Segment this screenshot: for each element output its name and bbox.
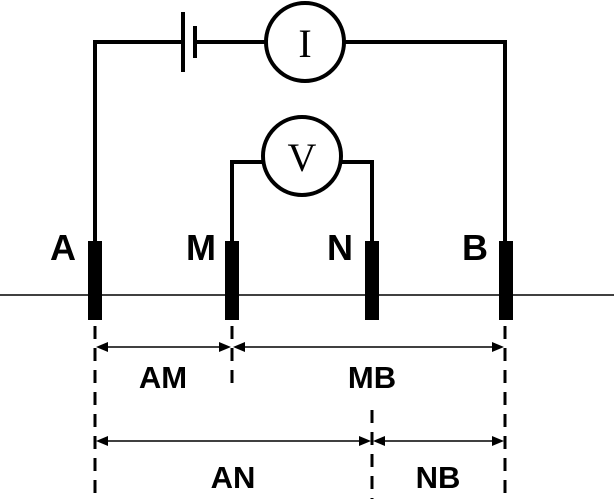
wire-ammeter-to-b xyxy=(344,40,507,242)
dimension-mb-arrow-right xyxy=(492,342,504,352)
dimension-label-am: AM xyxy=(139,360,187,395)
electrode-label-m: M xyxy=(186,227,216,268)
electrode-m xyxy=(225,241,239,320)
voltmeter-symbol: V xyxy=(288,135,317,180)
dimension-mb-arrow-left xyxy=(233,342,245,352)
ammeter: I xyxy=(264,1,346,83)
dimension-am: AM xyxy=(96,342,231,395)
dimension-mb: MB xyxy=(233,342,504,395)
electrode-label-n: N xyxy=(327,227,353,268)
dimension-am-arrow-right xyxy=(219,342,231,352)
dimension-nb-arrow-left xyxy=(373,436,385,446)
electrode-a xyxy=(88,241,102,320)
ammeter-circle xyxy=(264,1,346,83)
dimension-nb: NB xyxy=(373,436,504,495)
electrode-n xyxy=(365,241,379,320)
dimension-nb-arrow-right xyxy=(492,436,504,446)
dimension-label-nb: NB xyxy=(416,460,461,495)
dimension-an-arrow-right xyxy=(359,436,371,446)
voltmeter-circle xyxy=(261,115,343,197)
dimension-label-mb: MB xyxy=(348,360,396,395)
wire-voltmeter-to-n xyxy=(341,160,374,242)
dimension-am-arrow-left xyxy=(96,342,108,352)
dimension-label-an: AN xyxy=(211,460,256,495)
wire-a-to-battery xyxy=(93,40,183,242)
ammeter-symbol: I xyxy=(298,21,311,66)
voltmeter: V xyxy=(261,115,343,197)
dimension-an: AN xyxy=(96,436,371,495)
dimension-an-arrow-left xyxy=(96,436,108,446)
electrode-label-b: B xyxy=(462,227,488,268)
wire-m-to-voltmeter xyxy=(230,160,263,242)
electrode-b xyxy=(499,241,513,320)
electrode-label-a: A xyxy=(50,227,76,268)
